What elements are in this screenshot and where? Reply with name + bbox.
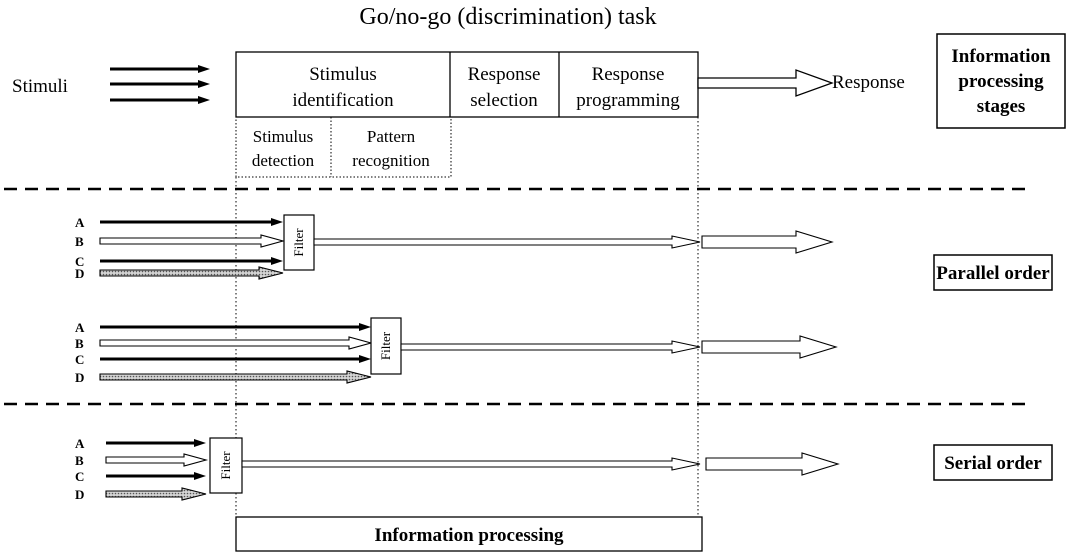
parallel-1-response-arrow (701, 230, 834, 254)
parallel-1-arrow-c-head (271, 257, 283, 265)
serial-arrow-a-head (194, 439, 206, 447)
letter-b: B (75, 234, 84, 249)
info-processing-label: Information processing (374, 525, 564, 546)
diagram-title: Go/no-go (discrimination) task (359, 4, 656, 30)
letter-a: A (75, 215, 85, 230)
parallel-2-filter-label: Filter (378, 331, 393, 360)
info-stages-line1: Information (951, 46, 1051, 67)
parallel-2-arrow-b (99, 336, 374, 350)
parallel-1-arrow-a-head (271, 218, 283, 226)
stimulus-arrow-2-head (198, 80, 210, 88)
letter-b: B (75, 336, 84, 351)
response-arrow (697, 69, 834, 97)
parallel-2-arrow-a-head (359, 323, 371, 331)
parallel-1-filter-box (283, 214, 315, 271)
serial-processing-arrow (241, 457, 701, 471)
serial-filter-label: Filter (218, 451, 233, 480)
letter-d: D (75, 370, 84, 385)
info-processing-box (235, 516, 703, 552)
stimulus-identification-line2: identification (292, 90, 394, 111)
serial-arrow-c-head (194, 472, 206, 480)
stimulus-identification-line1: Stimulus (309, 64, 377, 85)
stimuli-arrows (110, 65, 210, 104)
stimulus-arrow-3-head (198, 96, 210, 104)
letter-d: D (75, 487, 84, 502)
serial-order-label: Serial order (944, 453, 1042, 474)
serial-arrow-d (105, 487, 207, 501)
response-programming-line1: Response (592, 64, 665, 85)
letter-d: D (75, 266, 84, 281)
letter-c: C (75, 352, 84, 367)
letter-a: A (75, 436, 85, 451)
stimulus-arrow-1-head (198, 65, 210, 73)
parallel-2-arrow-c-head (359, 355, 371, 363)
info-stages-line2: processing (958, 71, 1044, 92)
parallel-order-label: Parallel order (936, 263, 1050, 284)
response-selection-line2: selection (470, 90, 538, 111)
parallel-1-filter-label: Filter (291, 228, 306, 257)
info-stages-box (936, 33, 1066, 129)
parallel-2-processing-arrow (400, 340, 701, 354)
letter-b: B (75, 453, 84, 468)
substages-box (235, 116, 452, 178)
parallel-2-arrow-d (99, 370, 372, 384)
parallel-1-processing-arrow (313, 235, 701, 249)
stimulus-detection-line2: detection (252, 151, 315, 170)
serial-response-arrow (705, 452, 840, 476)
parallel-1-arrow-d (99, 266, 284, 280)
stimulus-detection-line1: Stimulus (253, 127, 313, 146)
letter-c: C (75, 254, 84, 269)
response-programming-line2: programming (576, 90, 680, 111)
letter-c: C (75, 469, 84, 484)
letter-a: A (75, 320, 85, 335)
serial-order-box (933, 444, 1053, 481)
parallel-2-response-arrow (701, 335, 838, 359)
pattern-recognition-line2: recognition (352, 151, 430, 170)
info-stages-line3: stages (977, 96, 1026, 117)
stimuli-label: Stimuli (12, 76, 68, 97)
serial-arrow-b (105, 453, 209, 467)
pattern-recognition-line1: Pattern (367, 127, 416, 146)
response-label: Response (832, 72, 905, 93)
parallel-order-box (933, 254, 1053, 291)
serial-filter-box (209, 437, 243, 494)
response-selection-line1: Response (468, 64, 541, 85)
parallel-1-arrow-b (99, 234, 286, 248)
